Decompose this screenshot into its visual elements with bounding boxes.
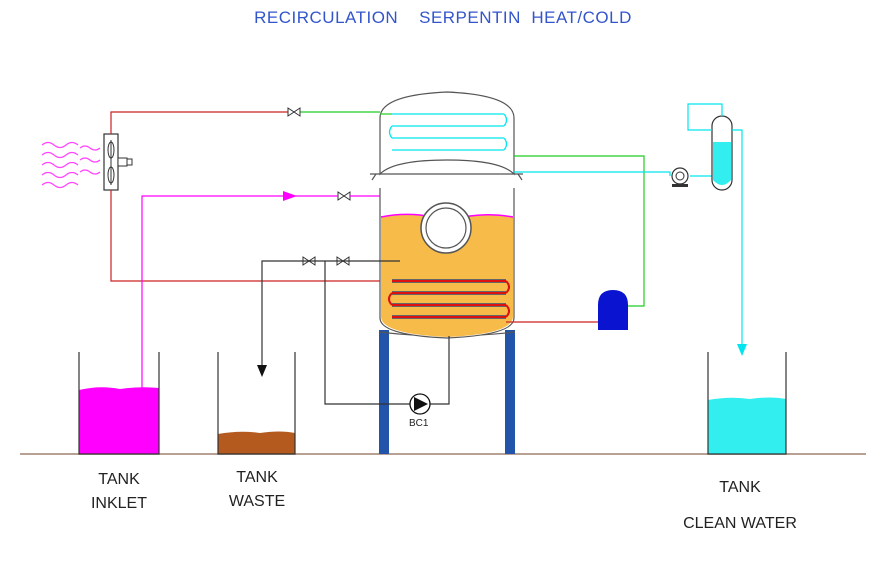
tank-waste-label-line2: WASTE	[228, 493, 286, 510]
fan-icon	[103, 133, 133, 191]
tank-clean-label-line1: TANK	[719, 479, 761, 496]
tank-waste	[217, 352, 296, 455]
tank-waste-label-line1: TANK	[236, 469, 278, 486]
hot-supply-line	[110, 111, 288, 134]
pump-label: BC1	[409, 418, 429, 429]
level-loop-line	[687, 103, 723, 131]
heat-waves-icon	[41, 141, 101, 189]
vessel-leg-left	[379, 330, 389, 454]
tank-clean-water	[707, 352, 787, 455]
tank-inklet-label: TANK INKLET	[59, 468, 179, 516]
vessel-dome	[379, 91, 515, 176]
recirculation-line	[324, 261, 410, 405]
heater-tank-icon	[598, 290, 628, 330]
cooling-water-line	[514, 171, 671, 176]
water-flow-arrow	[737, 344, 747, 356]
cold-return-line	[514, 155, 645, 307]
pump-icon	[409, 393, 431, 415]
ink-feed-line	[141, 195, 338, 388]
tank-waste-label: TANK WASTE	[197, 466, 317, 514]
tank-inklet-label-line1: TANK	[98, 471, 140, 488]
ink-flow-arrow	[283, 191, 297, 201]
cooling-pump-icon	[671, 167, 689, 187]
tank-inklet-label-line2: INKLET	[90, 495, 147, 512]
hot-serpentine	[388, 279, 510, 319]
tank-clean-label-line2: CLEAN WATER	[683, 515, 797, 532]
vessel-leg-right	[505, 330, 515, 454]
diagram-title: RECIRCULATION SERPENTIN HEAT/COLD	[254, 8, 632, 27]
waste-drain-line	[261, 260, 400, 370]
tank-clean-water-label: TANK CLEAN WATER	[660, 470, 820, 542]
hot-return-line	[110, 190, 395, 282]
waste-flow-arrow	[257, 365, 267, 377]
level-column-icon	[711, 115, 733, 191]
cold-serpentine	[388, 113, 508, 151]
tank-inklet	[78, 352, 160, 455]
valve-icon	[287, 107, 351, 266]
